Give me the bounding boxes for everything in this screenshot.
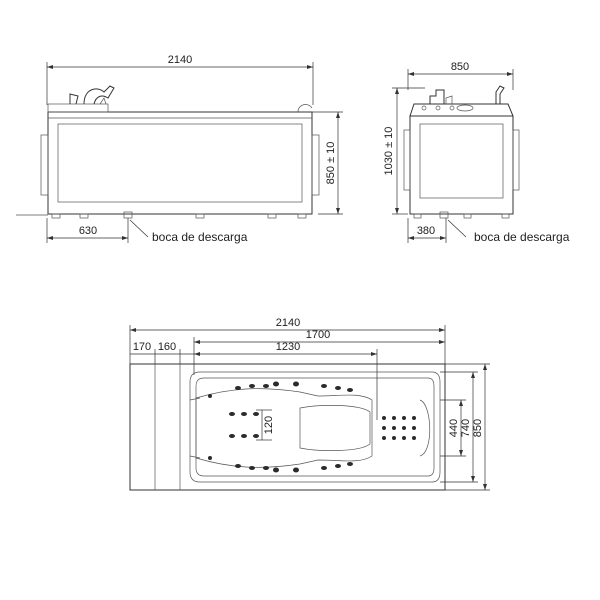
- side-view: 850 1030 ± 10: [383, 61, 570, 244]
- side-width-label: 850: [451, 61, 469, 73]
- plan-left-offset-2-label: 160: [158, 341, 176, 353]
- front-faucet-icon: [47, 85, 115, 113]
- front-panel: [57, 123, 303, 203]
- front-feet: [51, 211, 307, 219]
- side-height-label: 1030 ± 10: [383, 127, 395, 176]
- side-faucet-icon: [421, 85, 505, 112]
- side-panel: [419, 123, 504, 199]
- plan-length-label: 2140: [276, 317, 300, 329]
- front-length-label: 2140: [168, 54, 192, 66]
- front-drain-label: boca de descarga: [152, 230, 248, 244]
- plan-inner-length-label: 1700: [306, 329, 330, 341]
- front-view: 2140 850 ± 10: [16, 54, 343, 244]
- side-drain-distance-label: 380: [417, 225, 435, 237]
- front-height-label: 850 ± 10: [325, 142, 337, 185]
- plan-body-contour: [195, 388, 373, 468]
- plan-left-offset-1-label: 170: [133, 341, 151, 353]
- front-bath-body: [47, 111, 313, 215]
- plan-seat-length-label: 1230: [276, 341, 300, 353]
- plan-jets: [208, 381, 416, 473]
- side-drain-label: boca de descarga: [474, 230, 570, 244]
- plan-width-mid-label: 740: [460, 419, 472, 437]
- plan-bath-outline: [129, 363, 446, 491]
- side-bath-body: [409, 115, 514, 215]
- plan-view: 2140 1700 1230 170 160: [129, 317, 490, 491]
- plan-width-inner-label: 440: [448, 419, 460, 437]
- front-drain-distance-label: 630: [79, 225, 97, 237]
- plan-basin: [189, 371, 441, 483]
- plan-headrest-label: 120: [263, 416, 275, 434]
- plan-width-label: 850: [472, 419, 484, 437]
